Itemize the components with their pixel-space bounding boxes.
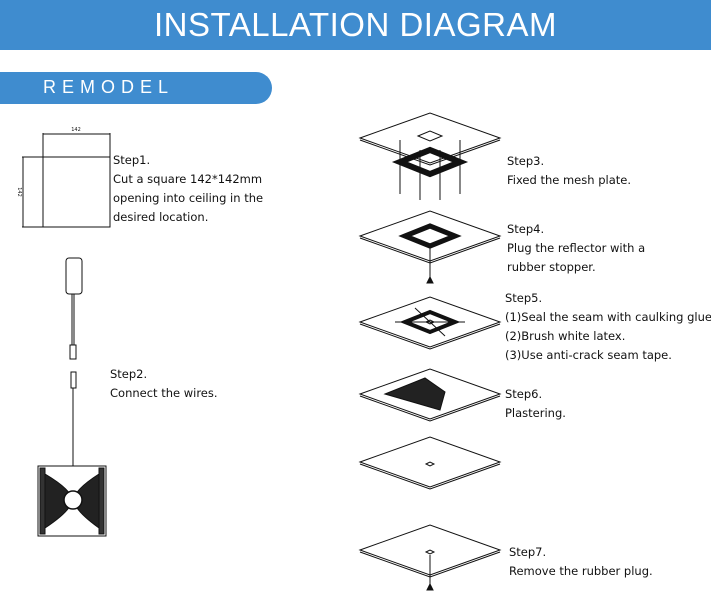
step-line: Plug the reflector with a <box>507 241 646 255</box>
step-title: Step5. <box>505 291 543 305</box>
driver-and-fixture-drawing <box>37 257 107 537</box>
plate-finished <box>358 436 502 490</box>
step5-text: Step5. (1)Seal the seam with caulking gl… <box>505 289 711 365</box>
section-label: REMODEL <box>43 77 175 97</box>
step-title: Step7. <box>509 545 547 559</box>
step-line: opening into ceiling in the <box>113 191 264 205</box>
plate-step5 <box>358 296 502 350</box>
step4-text: Step4. Plug the reflector with a rubber … <box>507 220 645 277</box>
step-line: Connect the wires. <box>110 386 218 400</box>
step-title: Step1. <box>113 153 151 167</box>
step-title: Step2. <box>110 367 148 381</box>
step-title: Step4. <box>507 222 545 236</box>
width-dimension: 142 <box>71 127 81 133</box>
step3-text: Step3. Fixed the mesh plate. <box>507 152 631 190</box>
step6-text: Step6. Plastering. <box>505 385 566 423</box>
step-line: Cut a square 142*142mm <box>113 172 263 186</box>
step-title: Step6. <box>505 387 543 401</box>
step1-text: Step1. Cut a square 142*142mm opening in… <box>113 151 263 227</box>
plate-step4 <box>358 210 502 284</box>
step-line: rubber stopper. <box>507 260 596 274</box>
step7-text: Step7. Remove the rubber plug. <box>509 543 653 581</box>
step-line: (3)Use anti-crack seam tape. <box>505 348 672 362</box>
section-tab-remodel: REMODEL <box>0 72 272 104</box>
step2-text: Step2. Connect the wires. <box>110 365 218 403</box>
plate-step3 <box>358 112 502 200</box>
step-line: Plastering. <box>505 406 566 420</box>
plate-step6 <box>358 368 502 422</box>
page-title: INSTALLATION DIAGRAM <box>153 6 557 43</box>
cutout-square-drawing: 142 142 <box>16 127 111 228</box>
height-dimension: 142 <box>16 187 22 197</box>
step-line: Fixed the mesh plate. <box>507 173 631 187</box>
step-line: Remove the rubber plug. <box>509 564 653 578</box>
step-line: (2)Brush white latex. <box>505 329 626 343</box>
step-line: (1)Seal the seam with caulking glue. <box>505 310 711 324</box>
header-banner: INSTALLATION DIAGRAM <box>0 0 711 50</box>
plate-step7 <box>358 524 502 591</box>
step-title: Step3. <box>507 154 545 168</box>
step-line: desired location. <box>113 210 209 224</box>
